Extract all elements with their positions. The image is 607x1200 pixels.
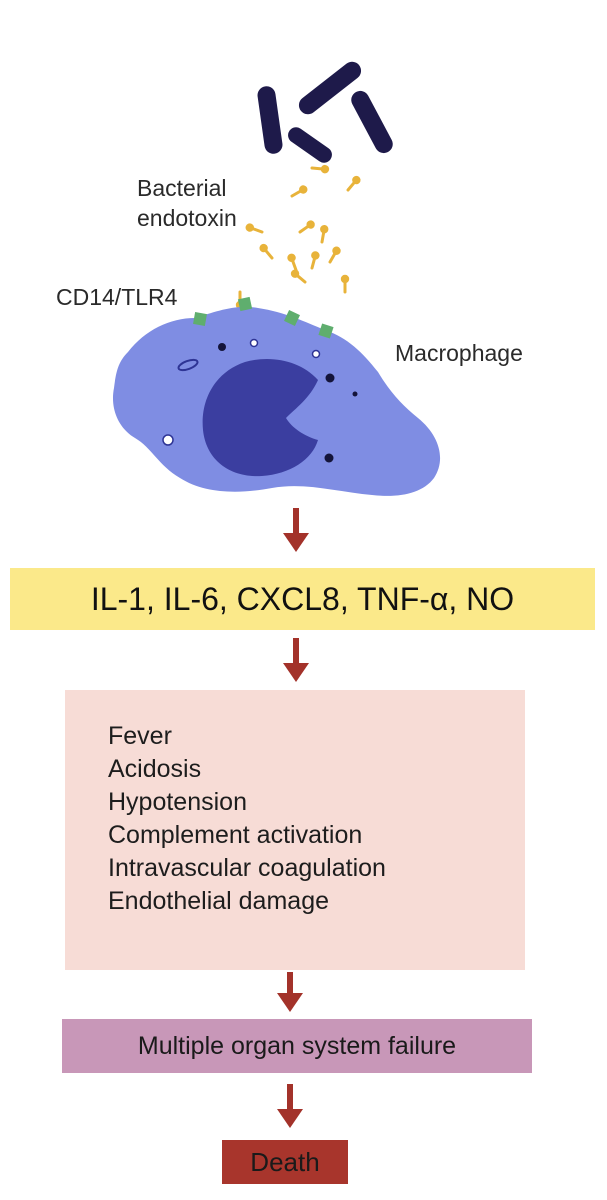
endotoxin-molecule — [256, 240, 277, 263]
receptor-marker — [237, 296, 253, 312]
organ-failure-text: Multiple organ system failure — [137, 1031, 457, 1060]
cytokines-box: IL-1, IL-6, CXCL8, TNF-α, NO — [10, 568, 595, 630]
receptor-marker — [318, 323, 334, 339]
receptor-marker — [284, 310, 300, 326]
bacterium-rod — [351, 90, 393, 154]
death-box: Death — [222, 1140, 348, 1184]
granules — [162, 338, 358, 463]
bacterium-rod — [288, 127, 332, 163]
endotoxin-molecule — [288, 182, 311, 202]
granule-open — [311, 349, 321, 359]
down-arrow-icon — [283, 638, 309, 682]
effect-item: Acidosis — [108, 755, 202, 783]
endotoxin-molecule — [343, 172, 364, 195]
endotoxin-molecule — [306, 248, 323, 271]
endotoxin-molecule — [316, 222, 331, 245]
endotoxin-molecule — [339, 273, 351, 294]
flow-arrows — [277, 508, 309, 1128]
effect-item: Fever — [108, 722, 172, 750]
endotoxin-molecule — [324, 243, 344, 266]
endotoxin-molecule — [310, 162, 332, 176]
granule-open — [162, 434, 174, 446]
endotoxin-label: Bacterial endotoxin — [137, 174, 237, 234]
receptors — [193, 296, 334, 339]
bacterium-rod — [257, 86, 283, 154]
bacteria — [257, 61, 393, 163]
granule-dot — [324, 453, 334, 463]
endotoxin-molecule — [284, 250, 302, 273]
granule-dot — [352, 391, 358, 397]
endotoxin-label-line2: endotoxin — [137, 204, 237, 231]
endotoxin-molecule — [242, 220, 265, 238]
effect-item: Complement activation — [108, 821, 363, 849]
granule-dot — [218, 343, 226, 351]
effect-item: Intravascular coagulation — [108, 854, 386, 882]
death-text: Death — [250, 1146, 320, 1177]
receptor-marker — [193, 312, 207, 326]
macrophage-nucleus — [202, 359, 318, 477]
endotoxin-molecule — [287, 266, 310, 287]
granule-dot — [325, 373, 335, 383]
macrophage-label: Macrophage — [395, 340, 523, 366]
bacterium-rod — [298, 61, 362, 115]
endotoxin-molecules — [234, 162, 364, 311]
effect-item: Hypotension — [108, 788, 247, 816]
organ-failure-box: Multiple organ system failure — [62, 1019, 532, 1073]
down-arrow-icon — [277, 972, 303, 1012]
down-arrow-icon — [283, 508, 309, 552]
granule-open — [249, 338, 259, 348]
effect-item: Endothelial damage — [108, 887, 329, 915]
effects-list: Fever Acidosis Hypotension Complement ac… — [108, 720, 525, 918]
cytokines-text: IL-1, IL-6, CXCL8, TNF-α, NO — [90, 580, 515, 617]
granule-oval — [177, 358, 199, 372]
effects-box: Fever Acidosis Hypotension Complement ac… — [65, 690, 525, 970]
down-arrow-icon — [277, 1084, 303, 1128]
receptor-label: CD14/TLR4 — [56, 284, 178, 310]
endotoxin-label-line1: Bacterial — [137, 175, 227, 201]
endotoxin-molecule — [296, 217, 318, 237]
